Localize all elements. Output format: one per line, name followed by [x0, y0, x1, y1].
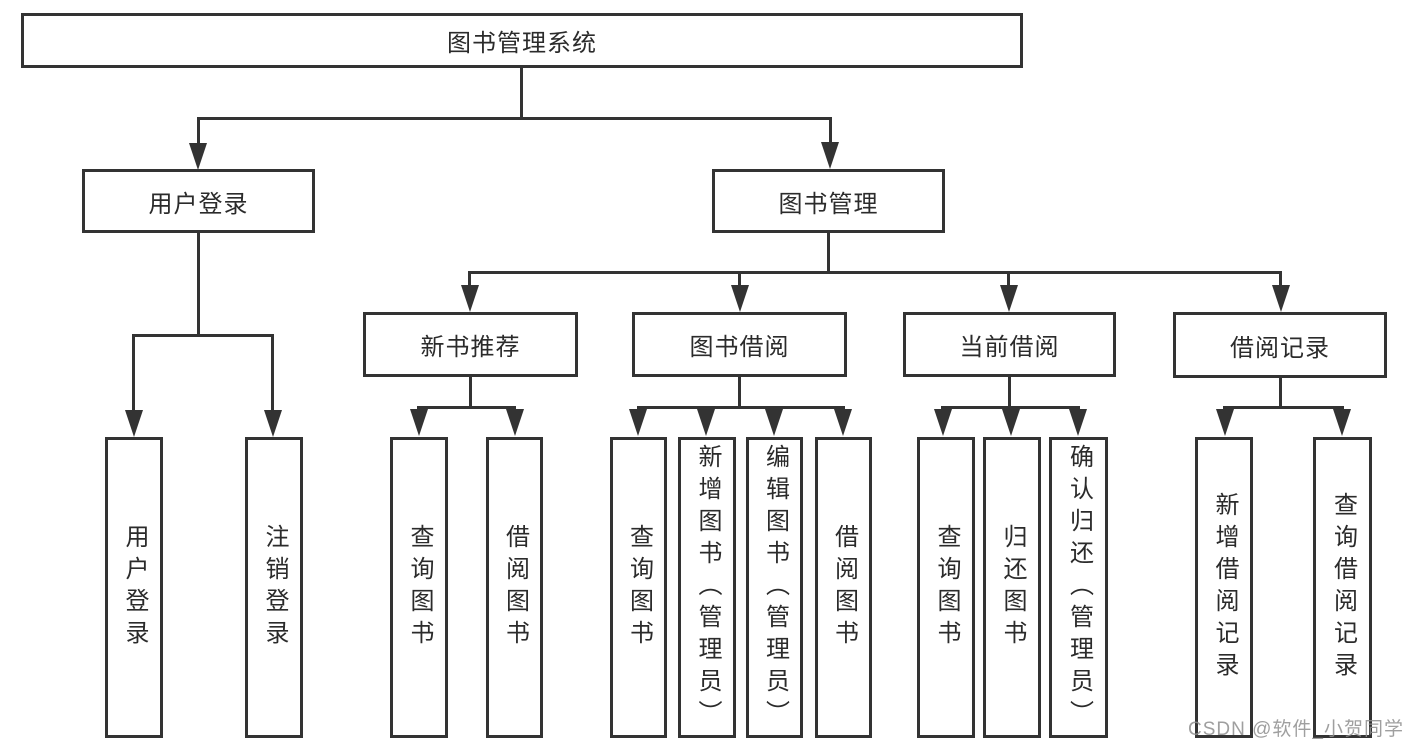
- connector-newbooks-hline: [417, 406, 516, 409]
- node-book-mgmt: 图书管理: [712, 169, 945, 233]
- leaf-records-query: 查询借阅记录: [1313, 437, 1372, 738]
- leaf-borrowing-borrow: 借阅图书: [815, 437, 872, 738]
- leaf-current-query-label: 查询图书: [933, 523, 960, 652]
- arrow-down-icon: [1000, 285, 1018, 312]
- connector-records-vline: [1279, 378, 1282, 409]
- leaf-logout: 注销登录: [245, 437, 303, 738]
- arrow-down-icon: [1272, 285, 1290, 312]
- leaf-current-confirm-label: 确认归还（管理员）: [1065, 443, 1093, 732]
- connector-newbooks-vline: [469, 377, 472, 409]
- arrow-down-icon: [1069, 409, 1087, 436]
- leaf-newbooks-borrow-label: 借阅图书: [501, 523, 529, 652]
- arrow-down-icon: [125, 410, 143, 437]
- node-root: 图书管理系统: [21, 13, 1023, 68]
- node-book-mgmt-label: 图书管理: [778, 190, 879, 218]
- leaf-newbooks-query: 查询图书: [390, 437, 448, 738]
- leaf-current-return: 归还图书: [983, 437, 1041, 738]
- arrow-down-icon: [834, 409, 852, 436]
- connector-userlogin-drop-left: [132, 334, 135, 412]
- connector-bookmgmt-drop1: [468, 271, 471, 287]
- arrow-down-icon: [1216, 409, 1234, 436]
- leaf-borrowing-query: 查询图书: [610, 437, 667, 738]
- connector-records-hline: [1223, 406, 1344, 409]
- node-user-login: 用户登录: [82, 169, 315, 233]
- connector-current-hline: [941, 406, 1080, 409]
- leaf-borrowing-query-label: 查询图书: [625, 523, 653, 652]
- arrow-down-icon: [731, 285, 749, 312]
- node-borrowing-label: 图书借阅: [689, 334, 790, 361]
- leaf-borrowing-edit: 编辑图书（管理员）: [746, 437, 803, 738]
- leaf-records-add: 新增借阅记录: [1195, 437, 1253, 738]
- arrow-down-icon: [264, 410, 282, 437]
- connector-userlogin-vline: [197, 233, 200, 335]
- arrow-down-icon: [461, 285, 479, 312]
- leaf-records-add-label: 新增借阅记录: [1211, 491, 1238, 684]
- connector-userlogin-drop-right: [271, 334, 274, 412]
- connector-borrowing-vline: [738, 377, 741, 409]
- connector-borrowing-hline: [637, 406, 845, 409]
- arrow-down-icon: [821, 142, 839, 169]
- node-root-label: 图书管理系统: [447, 30, 597, 57]
- arrow-down-icon: [934, 409, 952, 436]
- leaf-current-return-label: 归还图书: [999, 523, 1026, 652]
- connector-bookmgmt-vline: [827, 233, 830, 273]
- node-new-books: 新书推荐: [363, 312, 578, 377]
- node-borrowing: 图书借阅: [632, 312, 847, 377]
- arrow-down-icon: [410, 409, 428, 436]
- connector-root-drop-right: [829, 117, 832, 146]
- node-new-books-label: 新书推荐: [420, 334, 521, 361]
- leaf-borrowing-add-label: 新增图书（管理员）: [694, 443, 721, 732]
- node-current-borrow-label: 当前借阅: [959, 334, 1060, 361]
- connector-root-hline: [197, 117, 832, 120]
- leaf-current-confirm: 确认归还（管理员）: [1049, 437, 1108, 738]
- connector-root-vline: [520, 68, 523, 118]
- leaf-borrowing-edit-label: 编辑图书（管理员）: [761, 443, 789, 732]
- connector-bookmgmt-hline: [468, 271, 1282, 274]
- connector-current-vline: [1008, 377, 1011, 409]
- connector-root-drop-left: [197, 117, 200, 146]
- node-borrow-records-label: 借阅记录: [1230, 334, 1330, 362]
- leaf-current-query: 查询图书: [917, 437, 975, 738]
- csdn-watermark: CSDN @软件_小贺同学: [1188, 719, 1404, 740]
- arrow-down-icon: [1333, 409, 1351, 436]
- node-current-borrow: 当前借阅: [903, 312, 1116, 377]
- node-borrow-records: 借阅记录: [1173, 312, 1387, 378]
- arrow-down-icon: [189, 143, 207, 170]
- connector-bookmgmt-drop4: [1279, 271, 1282, 287]
- arrow-down-icon: [629, 409, 647, 436]
- arrow-down-icon: [697, 409, 715, 436]
- leaf-newbooks-query-label: 查询图书: [406, 523, 433, 652]
- arrow-down-icon: [1002, 409, 1020, 436]
- connector-userlogin-hline: [132, 334, 274, 337]
- leaf-records-query-label: 查询借阅记录: [1329, 491, 1357, 684]
- leaf-newbooks-borrow: 借阅图书: [486, 437, 543, 738]
- leaf-user-login-label: 用户登录: [121, 523, 148, 652]
- node-user-login-label: 用户登录: [148, 190, 249, 218]
- connector-bookmgmt-drop2: [738, 271, 741, 287]
- connector-bookmgmt-drop3: [1007, 271, 1010, 287]
- leaf-borrowing-add: 新增图书（管理员）: [678, 437, 736, 738]
- leaf-logout-label: 注销登录: [261, 523, 288, 652]
- leaf-user-login: 用户登录: [105, 437, 163, 738]
- arrow-down-icon: [765, 409, 783, 436]
- arrow-down-icon: [506, 409, 524, 436]
- leaf-borrowing-borrow-label: 借阅图书: [830, 523, 858, 652]
